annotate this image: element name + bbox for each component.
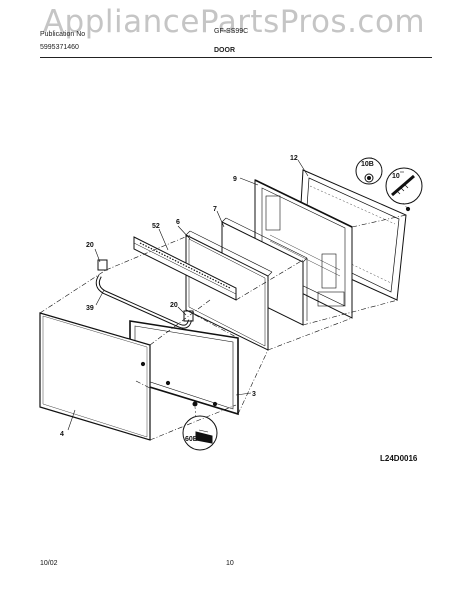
part-10-screw	[385, 167, 423, 212]
callout-6: 6	[176, 219, 180, 226]
publication-info: Publication No 5995371460	[40, 28, 85, 54]
leader-lines	[67, 157, 404, 431]
header-divider	[40, 57, 432, 58]
callout-7: 7	[213, 206, 217, 213]
callout-60b: 60B	[185, 436, 198, 443]
publication-number: 5995371460	[40, 44, 79, 51]
callout-10: 10	[392, 173, 400, 180]
drawing-code: L24D0016	[380, 454, 418, 463]
part-60b-screw	[182, 401, 218, 451]
callout-20-upper: 20	[86, 242, 94, 249]
assembly-guides	[39, 214, 407, 441]
callout-9: 9	[233, 176, 237, 183]
callout-10b: 10B	[361, 161, 374, 168]
callout-20-lower: 20	[170, 302, 178, 309]
page-number: 10	[226, 560, 234, 567]
section-title: DOOR	[214, 47, 235, 54]
part-39-handle	[95, 274, 192, 329]
callout-4: 4	[60, 431, 64, 438]
callout-3: 3	[252, 391, 256, 398]
part-20-end-cap-lower	[183, 310, 194, 322]
part-4-outer-glass	[39, 312, 151, 441]
watermark: AppliancePartsPros.com	[42, 4, 426, 40]
callout-52: 52	[152, 223, 160, 230]
model-number: GF-SS99C	[214, 28, 249, 35]
callout-12: 12	[290, 155, 298, 162]
part-20-end-cap-upper	[97, 259, 108, 271]
revision-date: 10/02	[40, 560, 58, 567]
publication-label: Publication No	[40, 31, 86, 38]
callout-39: 39	[86, 305, 94, 312]
